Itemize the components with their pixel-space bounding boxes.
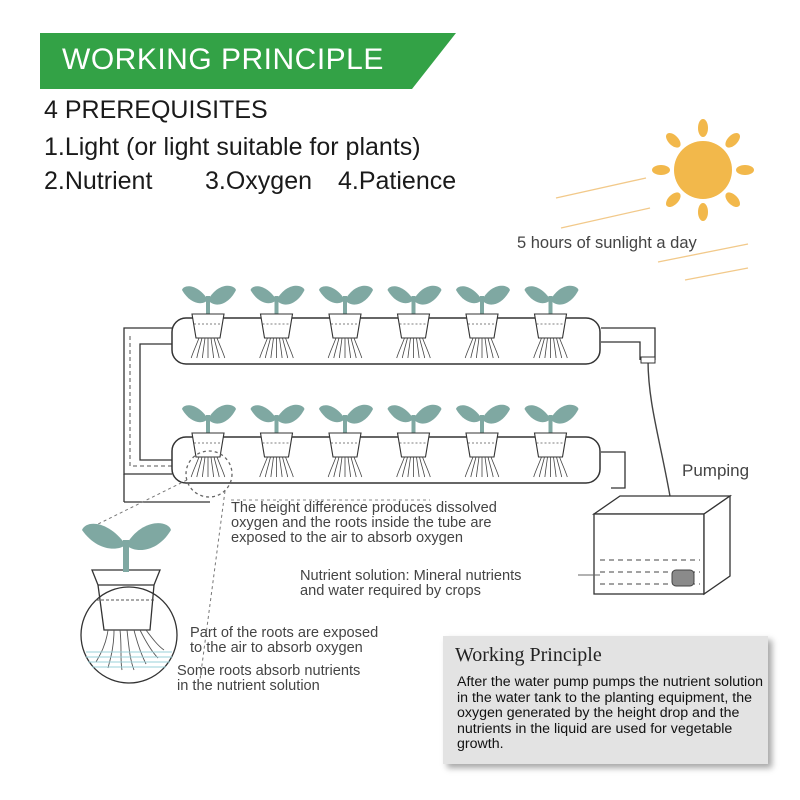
annotation-roots-absorb: Some roots absorb nutrients in the nutri… [177,663,364,694]
banner-shape [40,33,456,89]
annotation-nutrient-solution: Nutrient solution: Mineral nutrients and… [300,568,526,599]
frame-pipes [123,327,656,503]
plant [456,285,510,359]
sunlight-label: 5 hours of sunlight a day [517,234,698,252]
sun-icon [652,119,754,221]
plant [250,285,305,359]
pump-icon [671,569,695,587]
annotation-height-difference: The height difference produces dissolved… [231,500,501,546]
callout-lines [85,479,226,681]
plant [524,285,579,359]
prerequisite-patience: 4.Patience [338,167,457,195]
plant [319,285,373,359]
pumping-label: Pumping [682,461,749,480]
prerequisite-light: 1.Light (or light suitable for plants) [44,133,421,161]
plant [319,404,373,478]
box-body: After the water pump pumps the nutrient … [457,674,763,752]
lower-plants [182,404,579,478]
prerequisite-oxygen: 3.Oxygen [205,167,313,195]
page-title: WORKING PRINCIPLE [62,43,384,76]
pipe-outlet [640,356,656,364]
plant [524,404,579,478]
plant [250,404,305,478]
enlarged-plant-detail [80,523,178,684]
root-callout-circle [185,450,233,498]
plant [182,404,236,478]
sun-rays [555,177,749,281]
prerequisites-heading: 4 PREREQUISITES [44,96,268,124]
plant [456,404,510,478]
working-principle-box: Working Principle After the water pump p… [443,636,768,764]
plant [182,285,236,359]
plant [387,404,442,478]
title-banner: WORKING PRINCIPLE [40,33,456,89]
box-title: Working Principle [455,644,602,666]
plant [387,285,442,359]
annotation-roots-exposed: Part of the roots are exposed to the air… [190,625,382,656]
upper-plants [182,285,579,359]
water-tank [591,494,733,596]
prerequisite-nutrient: 2.Nutrient [44,167,153,195]
